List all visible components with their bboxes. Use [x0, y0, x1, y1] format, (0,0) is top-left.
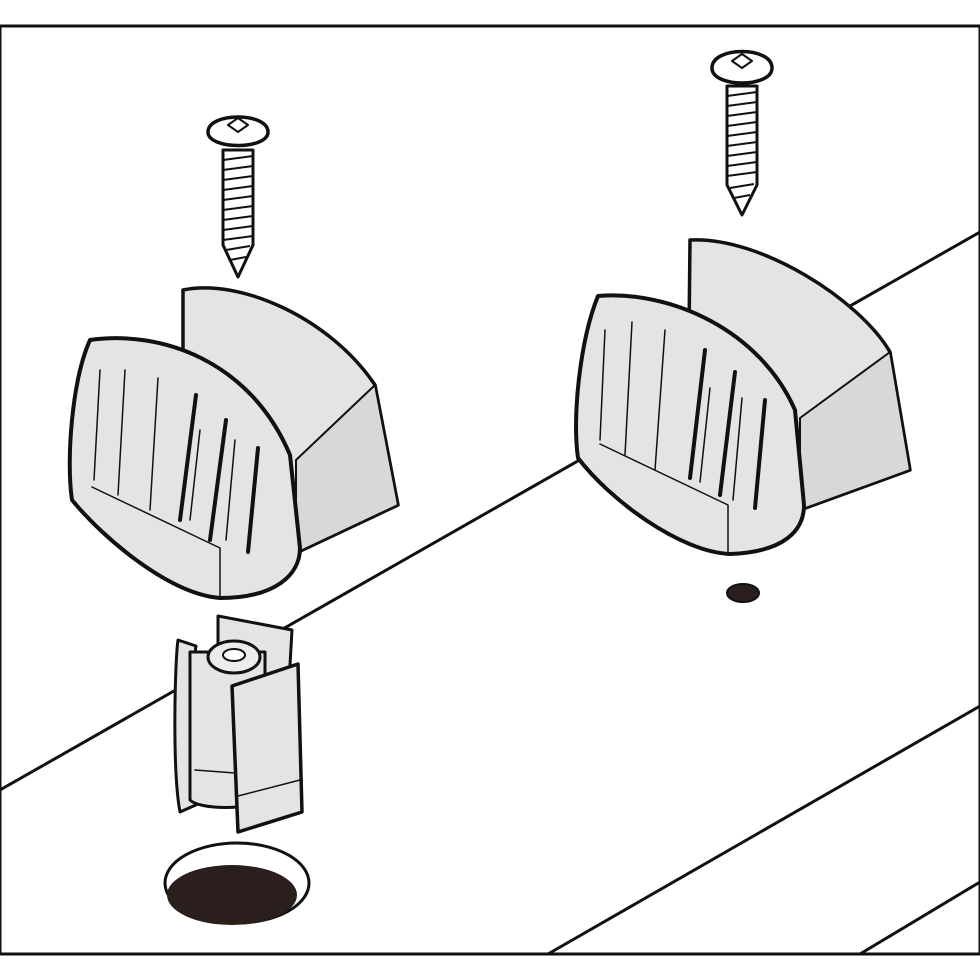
screw-left-drive [227, 117, 249, 133]
screw-right-drive [731, 53, 753, 69]
panel-front-edge [546, 704, 980, 956]
screw-left [206, 115, 270, 279]
pilot-hole [726, 583, 760, 603]
screw-right [710, 49, 774, 217]
guide-left-ribs [93, 369, 260, 554]
hinge-insert-front-wing [230, 662, 304, 834]
guide-left [67, 286, 400, 600]
guide-right-ribs [599, 321, 767, 510]
screw-right-shank [725, 84, 759, 217]
hinge-insert [173, 614, 304, 834]
guide-right-front [574, 293, 806, 556]
panel-lower-edge [858, 880, 980, 956]
mounting-hole [163, 841, 311, 925]
guide-right [574, 238, 912, 556]
